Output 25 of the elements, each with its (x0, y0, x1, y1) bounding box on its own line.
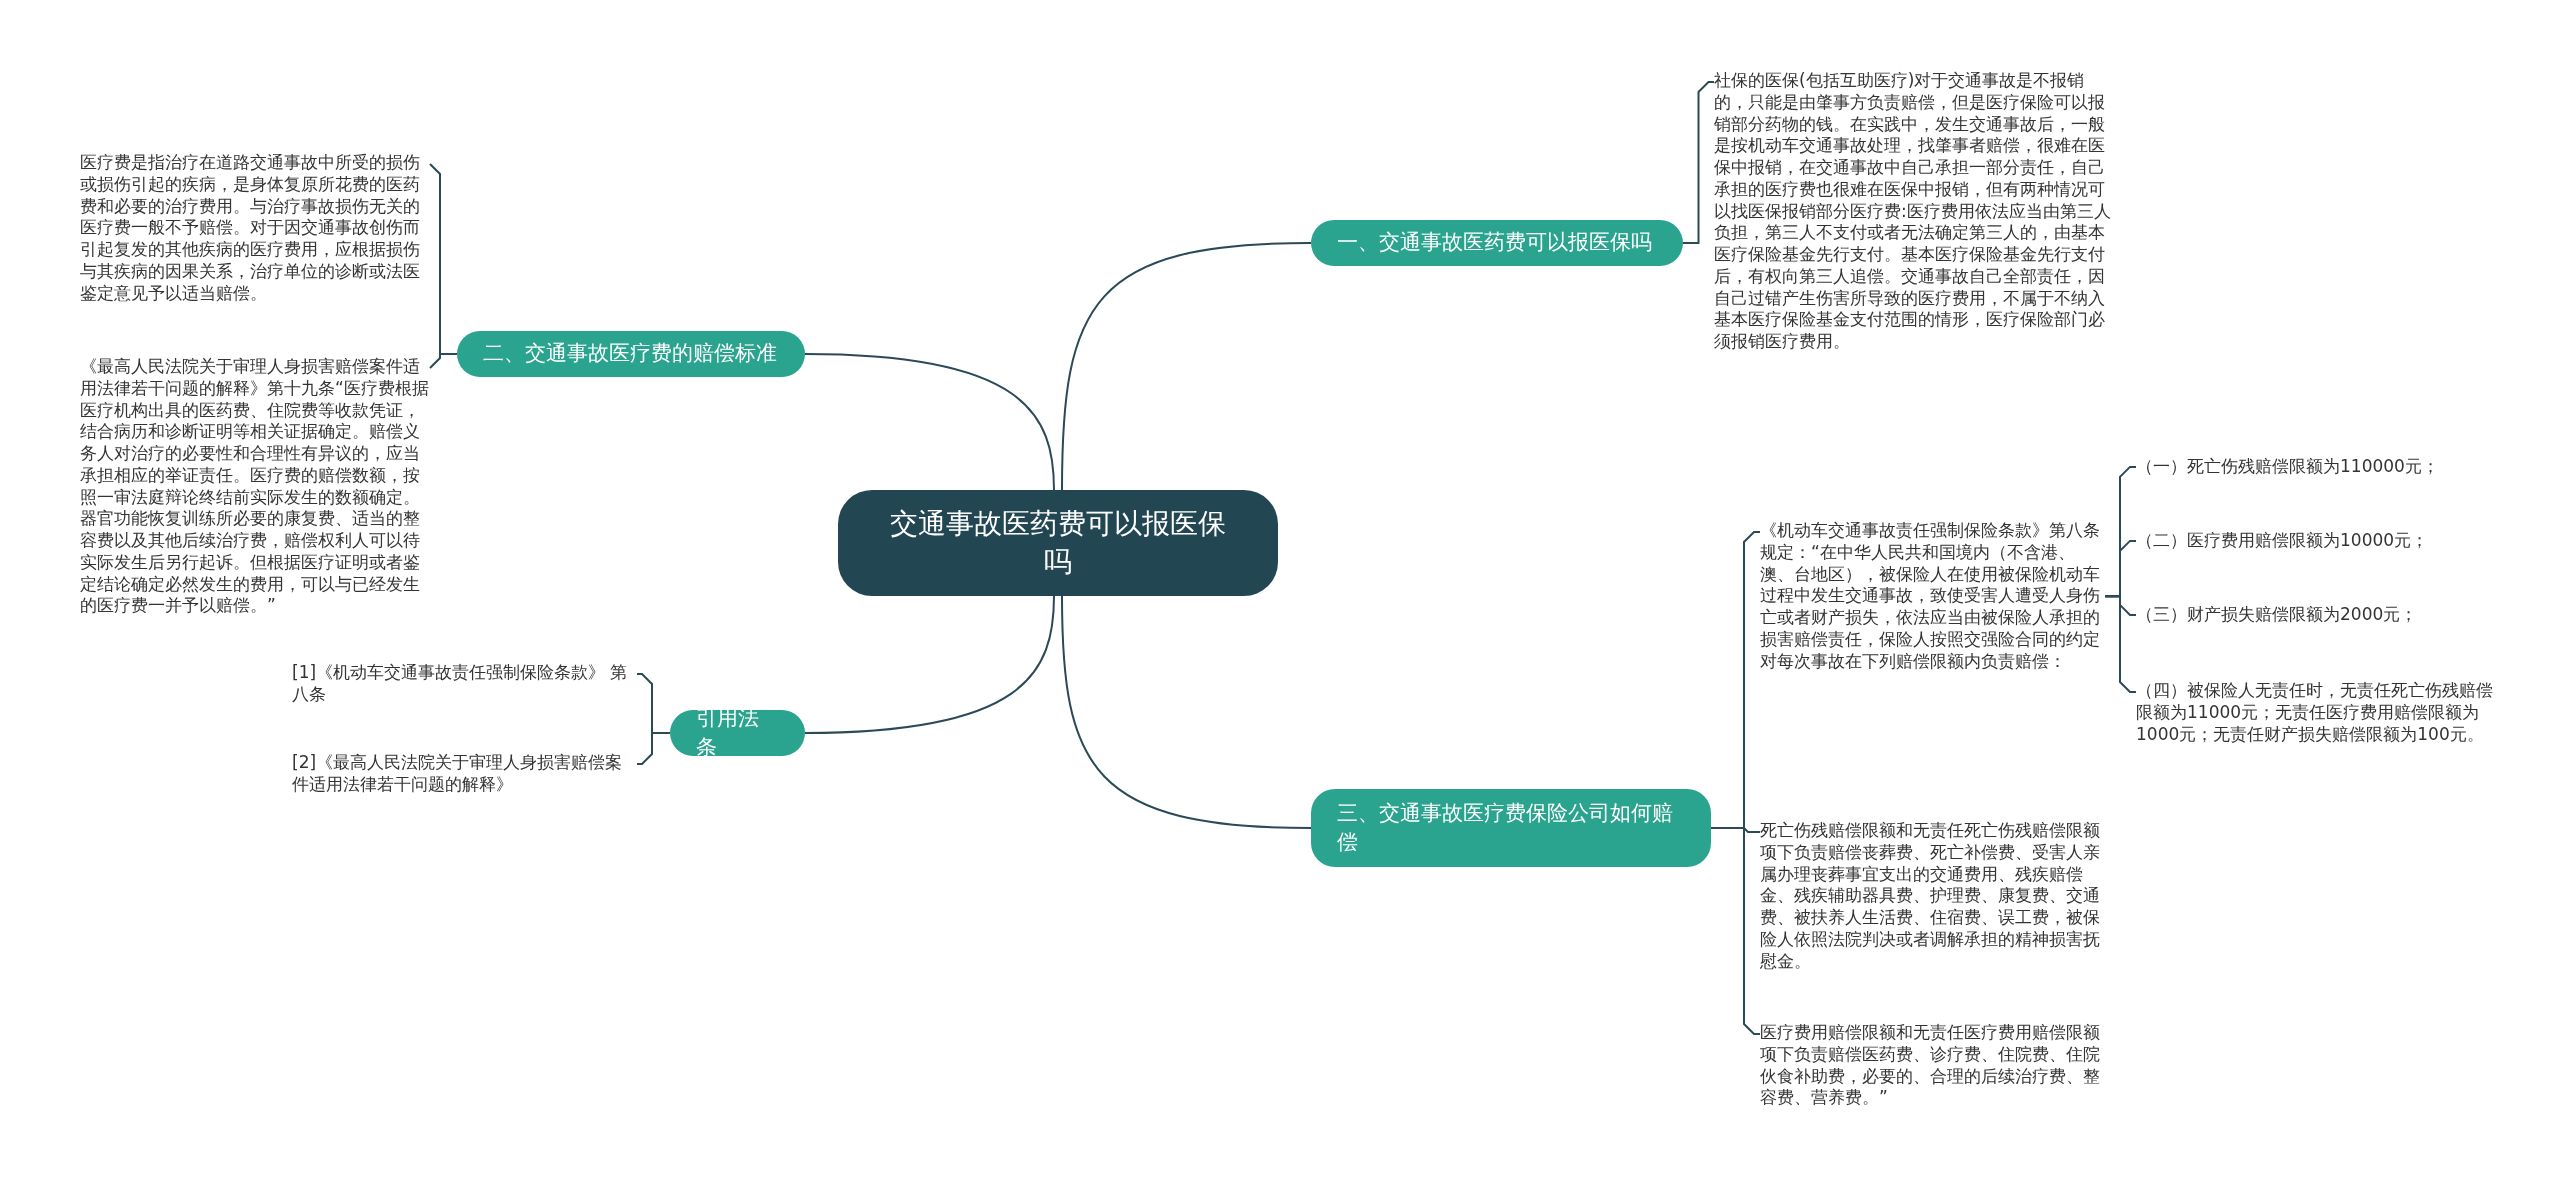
text-note: （四）被保险人无责任时，无责任死亡伤残赔偿限额为11000元；无责任医疗费用赔偿限额为1000元；无责任财产损失赔偿限额为100元。 (2136, 680, 2506, 746)
connector-line (636, 732, 671, 765)
connector-line (804, 353, 1055, 491)
text-note: 医疗费用赔偿限额和无责任医疗费用赔偿限额项下负责赔偿医药费、诊疗费、住院费、住院伙食补助费，必要的、合理的后续治疗费、整容费、营养费。” (1760, 1022, 2105, 1109)
central-topic: 交通事故医药费可以报医保吗 (838, 490, 1278, 596)
text-note: 《机动车交通事故责任强制保险条款》第八条规定：“在中华人民共和国境内（不含港、澳、台地区），被保险人在使用被保险机动车过程中发生交通事故，致使受害人遭受人身伤亡或者财产损失，依法应当由被保险人承担的损害赔偿责任，保险人按照交强险合同的约定对每次事故在下列赔偿限额内负责赔偿： (1760, 520, 2105, 673)
text-note: 社保的医保(包括互助医疗)对于交通事故是不报销的，只能是由肇事方负责赔偿，但是医疗保险可以报销部分药物的钱。在实践中，发生交通事故后，一般是按机动车交通事故处理，找肇事者赔偿，很难在医保中报销，在交通事故中自己承担一部分责任，自己承担的医疗费也很难在医保中报销，但有两种情况可以找医保报销部分医疗费:医疗费用依法应当由第三人负担，第三人不支付或者无法确定第三人的，由基本医疗保险基金先行支付。基本医疗保险基金先行支付后，有权向第三人追偿。交通事故自己全部责任，因自己过错产生伤害所导致的医疗费用，不属于不纳入基本医疗保险基金支付范围的情形，医疗保险部门必须报销医疗费用。 (1714, 70, 2114, 353)
text-note: （二）医疗费用赔偿限额为10000元； (2136, 530, 2506, 552)
connector-line (804, 595, 1055, 734)
text-note: [2]《最高人民法院关于审理人身损害赔偿案件适用法律若干问题的解释》 (292, 752, 637, 796)
topic-box: 三、交通事故医疗费保险公司如何赔偿 (1311, 789, 1711, 867)
connector-line (2104, 595, 2137, 693)
connector-line (1061, 242, 1312, 491)
topic-box: 二、交通事故医疗费的赔偿标准 (457, 331, 805, 377)
text-note: 死亡伤残赔偿限额和无责任死亡伤残赔偿限额项下负责赔偿丧葬费、死亡补偿费、受害人亲属办理丧葬事宜支出的交通费用、残疾赔偿金、残疾辅助器具费、护理费、康复费、交通费、被扶养人生活费、住宿费、误工费，被保险人依照法院判决或者调解承担的精神损害抚慰金。 (1760, 820, 2105, 973)
text-note: 医疗费是指治疗在道路交通事故中所受的损伤或损伤引起的疾病，是身体复原所花费的医药费和必要的治疗费用。与治疗事故损伤无关的医疗费一般不予赔偿。对于因交通事故创伤而引起复发的其他疾病的医疗费用，应根据损伤与其疾病的因果关系，治疗单位的诊断或法医鉴定意见予以适当赔偿。 (80, 152, 430, 305)
connector-line (429, 353, 458, 369)
text-note: 《最高人民法院关于审理人身损害赔偿案件适用法律若干问题的解释》第十九条“医疗费根据医疗机构出具的医药费、住院费等收款凭证，结合病历和诊断证明等相关证据确定。赔偿义务人对治疗的必要性和合理性有异议的，应当承担相应的举证责任。医疗费的赔偿数额，按照一审法庭辩论终结前实际发生的数额确定。器官功能恢复训练所必要的康复费、适当的整容费以及其他后续治疗费，赔偿权利人可以待实际发生后另行起诉。但根据医疗证明或者鉴定结论确定必然发生的费用，可以与已经发生的医疗费一并予以赔偿。” (80, 356, 430, 617)
connector-line (1061, 595, 1312, 829)
text-note: （一）死亡伤残赔偿限额为110000元； (2136, 456, 2506, 478)
text-note: （三）财产损失赔偿限额为2000元； (2136, 604, 2506, 626)
connector-line (1710, 827, 1761, 1035)
connector-line (1682, 81, 1715, 244)
topic-box: 一、交通事故医药费可以报医保吗 (1311, 220, 1683, 266)
text-note: [1]《机动车交通事故责任强制保险条款》 第八条 (292, 662, 637, 706)
